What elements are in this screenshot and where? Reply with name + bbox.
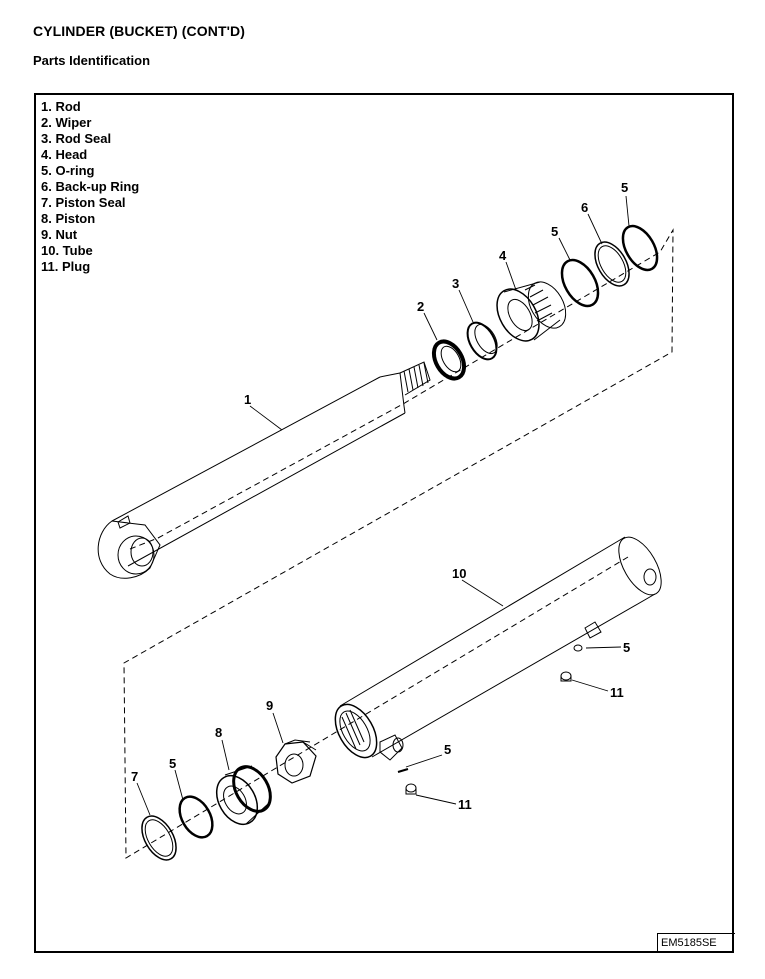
page-subtitle: Parts Identification xyxy=(33,53,151,68)
legend-item-piston: 8. Piston xyxy=(41,211,96,226)
callout-o-ring-outer: 5 xyxy=(621,180,628,195)
callout-tube: 10 xyxy=(452,566,466,581)
callout-head: 4 xyxy=(499,248,507,263)
plug-b-part xyxy=(405,783,417,795)
legend-item-head: 4. Head xyxy=(41,147,88,162)
o-ring-port-a-part xyxy=(573,644,583,652)
callout-o-ring-head: 5 xyxy=(551,224,558,239)
legend-item-rod-seal: 3. Rod Seal xyxy=(41,131,112,146)
assembly-guide-line xyxy=(123,228,674,859)
callout-rod: 1 xyxy=(244,392,251,407)
callout-plug-a: 11 xyxy=(610,685,624,700)
o-ring-piston-part xyxy=(178,795,214,839)
legend-item-back-up-ring: 6. Back-up Ring xyxy=(41,179,140,194)
legend-item-o-ring: 5. O-ring xyxy=(41,163,95,178)
o-ring-port-b-part xyxy=(397,768,409,773)
legend-item-plug: 11. Plug xyxy=(41,259,91,274)
piston-seal-part xyxy=(141,815,177,861)
nut-part xyxy=(275,739,317,784)
legend-item-nut: 9. Nut xyxy=(41,227,78,242)
diagram-frame xyxy=(34,93,734,953)
legend-item-rod: 1. Rod xyxy=(41,99,81,114)
o-ring-outer-part xyxy=(621,224,659,272)
legend-item-piston-seal: 7. Piston Seal xyxy=(41,195,126,210)
callout-o-ring-port-a: 5 xyxy=(623,640,630,655)
callout-piston: 8 xyxy=(215,725,222,740)
leader-lines xyxy=(136,195,630,816)
legend-item-tube: 10. Tube xyxy=(41,243,93,258)
o-ring-head-part xyxy=(560,258,600,308)
figure-code: EM5185SE xyxy=(657,933,735,953)
callout-plug-b: 11 xyxy=(458,797,472,812)
rod-seal-part xyxy=(466,321,498,361)
rod-part xyxy=(97,361,431,579)
callout-back-up-ring: 6 xyxy=(581,200,588,215)
callout-o-ring-piston: 5 xyxy=(169,756,176,771)
callout-nut: 9 xyxy=(266,698,273,713)
legend-item-wiper: 2. Wiper xyxy=(41,115,92,130)
head-part xyxy=(496,281,567,342)
wiper-part xyxy=(431,339,467,381)
piston-part xyxy=(215,765,272,825)
callout-wiper: 2 xyxy=(417,299,424,314)
callout-o-ring-port-b: 5 xyxy=(444,742,451,757)
tube-part xyxy=(334,536,662,761)
parts-legend: 1. Rod 2. Wiper 3. Rod Seal 4. Head 5. O… xyxy=(41,99,139,275)
page-title: CYLINDER (BUCKET) (CONT'D) xyxy=(33,23,246,39)
back-up-ring-part xyxy=(594,241,630,287)
callout-rod-seal: 3 xyxy=(452,276,459,291)
callout-piston-seal: 7 xyxy=(131,769,138,784)
plug-a-part xyxy=(560,671,572,682)
